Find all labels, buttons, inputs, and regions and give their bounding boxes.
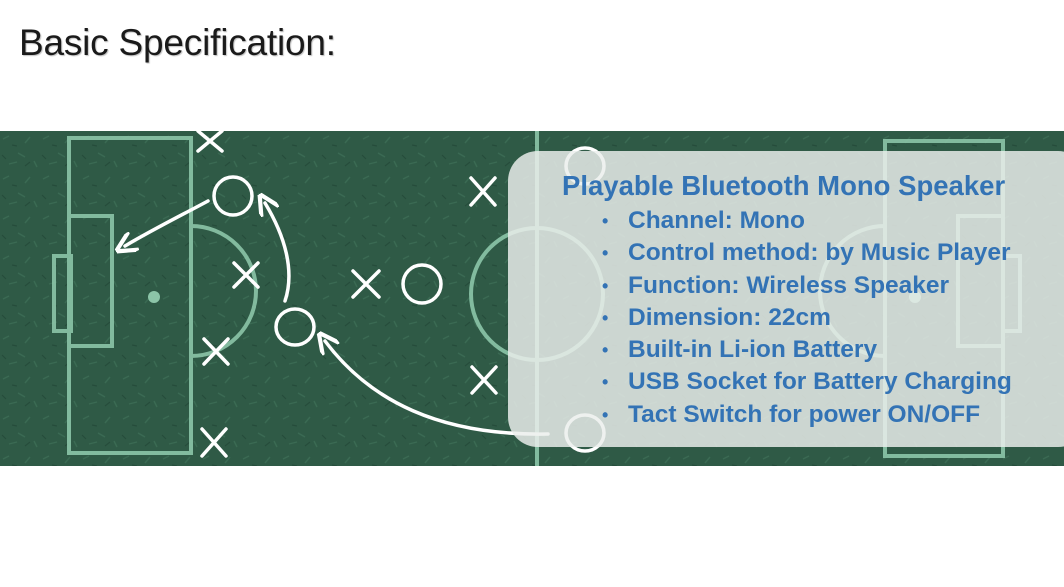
spec-item-text: Built-in Li-ion Battery bbox=[628, 336, 878, 364]
spec-list: • Channel: Mono • Control method: by Mus… bbox=[600, 205, 1012, 431]
slide-title: Basic Specification: bbox=[19, 22, 336, 63]
spec-item-text: Tact Switch for power ON/OFF bbox=[628, 400, 981, 428]
player-x-markers bbox=[196, 131, 498, 458]
spec-item-control-method: • Control method: by Music Player bbox=[600, 237, 1012, 269]
spec-panel bbox=[508, 151, 1064, 447]
spec-item-text: Control method: by Music Player bbox=[628, 239, 1011, 267]
spec-item-text: Function: Wireless Speaker bbox=[628, 271, 950, 299]
spec-item-power-switch: • Tact Switch for power ON/OFF bbox=[600, 399, 1012, 431]
spec-item-dimension: • Dimension: 22cm bbox=[600, 302, 1012, 334]
play-arrows bbox=[125, 201, 550, 436]
bullet-icon: • bbox=[602, 307, 609, 328]
bullet-icon: • bbox=[602, 372, 609, 393]
spec-item-battery: • Built-in Li-ion Battery bbox=[600, 334, 1012, 366]
spec-item-channel: • Channel: Mono bbox=[600, 205, 1012, 237]
bullet-icon: • bbox=[602, 404, 609, 425]
spec-item-function: • Function: Wireless Speaker bbox=[600, 270, 1012, 302]
penalty-spot-left bbox=[148, 291, 160, 303]
spec-item-text: USB Socket for Battery Charging bbox=[628, 368, 1012, 396]
spec-item-usb-socket: • USB Socket for Battery Charging bbox=[600, 366, 1012, 398]
bullet-icon: • bbox=[602, 243, 609, 264]
spec-heading: Playable Bluetooth Mono Speaker bbox=[562, 170, 1006, 201]
spec-item-text: Dimension: 22cm bbox=[628, 303, 831, 331]
spec-item-text: Channel: Mono bbox=[628, 207, 805, 234]
bullet-icon: • bbox=[602, 275, 609, 296]
bullet-icon: • bbox=[602, 340, 609, 361]
bullet-icon: • bbox=[602, 211, 609, 231]
